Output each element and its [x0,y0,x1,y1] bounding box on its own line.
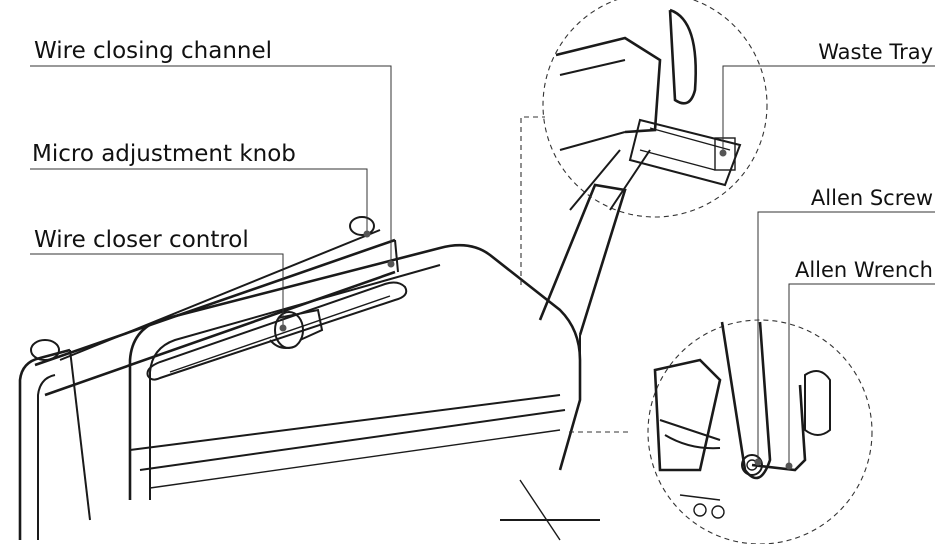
allen-wrench-inset [647,319,873,544]
machine-body [18,183,627,541]
waste-tray-connector [520,116,545,285]
label-micro-adjustment-knob: Micro adjustment knob [32,141,296,167]
label-allen-screw: Allen Screw [811,186,933,210]
waste-tray-inset [542,0,768,218]
label-wire-closer-control: Wire closer control [34,227,249,253]
leader-lines [30,65,935,470]
label-waste-tray: Waste Tray [818,40,933,64]
label-wire-closing-channel: Wire closing channel [34,38,272,64]
label-allen-wrench: Allen Wrench [795,258,933,282]
